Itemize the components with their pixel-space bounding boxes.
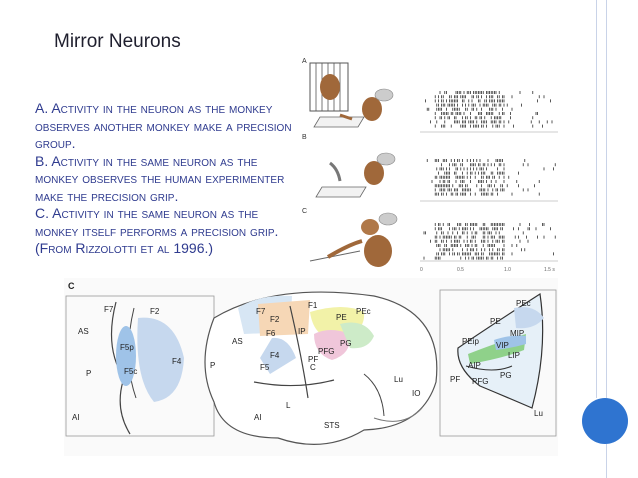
caption-a: A. Activity in the neuron as the monkey … bbox=[35, 100, 292, 151]
brain-area-label: F5p bbox=[120, 343, 134, 352]
brain-area-label: F2 bbox=[150, 307, 160, 316]
axis-tick-05: 0.5 bbox=[457, 267, 464, 273]
brain-area-label: F4 bbox=[172, 357, 182, 366]
brain-area-label: AI bbox=[254, 413, 262, 422]
brain-area-label: MIP bbox=[510, 329, 524, 338]
monkey-cage-illustration bbox=[309, 62, 394, 128]
brain-area-label: AIP bbox=[468, 361, 481, 370]
human-hand-illustration bbox=[315, 152, 396, 198]
brain-area-label: C bbox=[310, 363, 316, 372]
raster-figure: A B C 0 0.5 1.0 bbox=[302, 58, 558, 273]
slide-title: Mirror Neurons bbox=[54, 31, 181, 52]
brain-area-label: F6 bbox=[266, 329, 276, 338]
raster-c bbox=[423, 223, 556, 260]
brain-area-label: Lu bbox=[534, 409, 543, 418]
brain-area-label: F4 bbox=[270, 351, 280, 360]
brain-area-label: PG bbox=[340, 339, 352, 348]
brain-area-label: F7 bbox=[256, 307, 266, 316]
brain-area-label: IP bbox=[298, 327, 306, 336]
decorative-line bbox=[606, 0, 607, 398]
decorative-line bbox=[596, 0, 597, 398]
brain-area-label: PFG bbox=[318, 347, 334, 356]
panel-label-c: C bbox=[302, 208, 307, 215]
raster-b bbox=[426, 159, 556, 196]
monkey-grip-illustration bbox=[309, 212, 398, 267]
right-inset-frame bbox=[439, 289, 557, 437]
decorative-circle bbox=[582, 398, 628, 444]
brain-area-label: F7 bbox=[104, 305, 114, 314]
caption-b: B. Activity in the same neuron as the mo… bbox=[35, 152, 285, 204]
brain-area-label: AS bbox=[78, 327, 89, 336]
brain-area-label: L bbox=[286, 401, 291, 410]
brain-area-label: LIP bbox=[508, 351, 520, 360]
brain-area-label: Lu bbox=[394, 375, 403, 384]
brain-area-label: PF bbox=[450, 375, 460, 384]
brain-area-label: P bbox=[86, 369, 91, 378]
brain-area-label: F2 bbox=[270, 315, 280, 324]
brain-area-label: IO bbox=[412, 389, 420, 398]
brain-area-label: PFG bbox=[472, 377, 488, 386]
brain-area-label: AS bbox=[232, 337, 243, 346]
brain-area-label: F5c bbox=[124, 367, 137, 376]
brain-area-label: PE bbox=[490, 317, 501, 326]
panel-label-b: B bbox=[302, 134, 307, 141]
brain-area-label: PE bbox=[336, 313, 347, 322]
panel-label-a: A bbox=[302, 58, 307, 65]
axis-tick-15: 1.5 s bbox=[544, 267, 555, 273]
brain-area-label: F5 bbox=[260, 363, 270, 372]
figure-caption: A. Activity in the neuron as the monkey … bbox=[35, 100, 295, 258]
brain-area-label: PF bbox=[308, 355, 318, 364]
brain-area-label: VIP bbox=[496, 341, 509, 350]
brain-area-label: F1 bbox=[308, 301, 318, 310]
brain-panel-label: C bbox=[68, 281, 75, 291]
raster-baselines bbox=[420, 131, 558, 262]
brain-area-label: STS bbox=[324, 421, 340, 430]
brain-area-label: P bbox=[210, 361, 215, 370]
caption-c: C. Activity in the same neuron as the mo… bbox=[35, 205, 279, 256]
brain-area-label: PEip bbox=[462, 337, 479, 346]
raster-a bbox=[425, 91, 553, 128]
brain-area-label: PEc bbox=[356, 307, 371, 316]
brain-area-label: PEc bbox=[516, 299, 531, 308]
brain-area-label: PG bbox=[500, 371, 512, 380]
brain-area-label: AI bbox=[72, 413, 80, 422]
axis-tick-10: 1.0 bbox=[504, 267, 511, 273]
decorative-line bbox=[606, 444, 607, 478]
axis-tick-0: 0 bbox=[420, 267, 423, 273]
